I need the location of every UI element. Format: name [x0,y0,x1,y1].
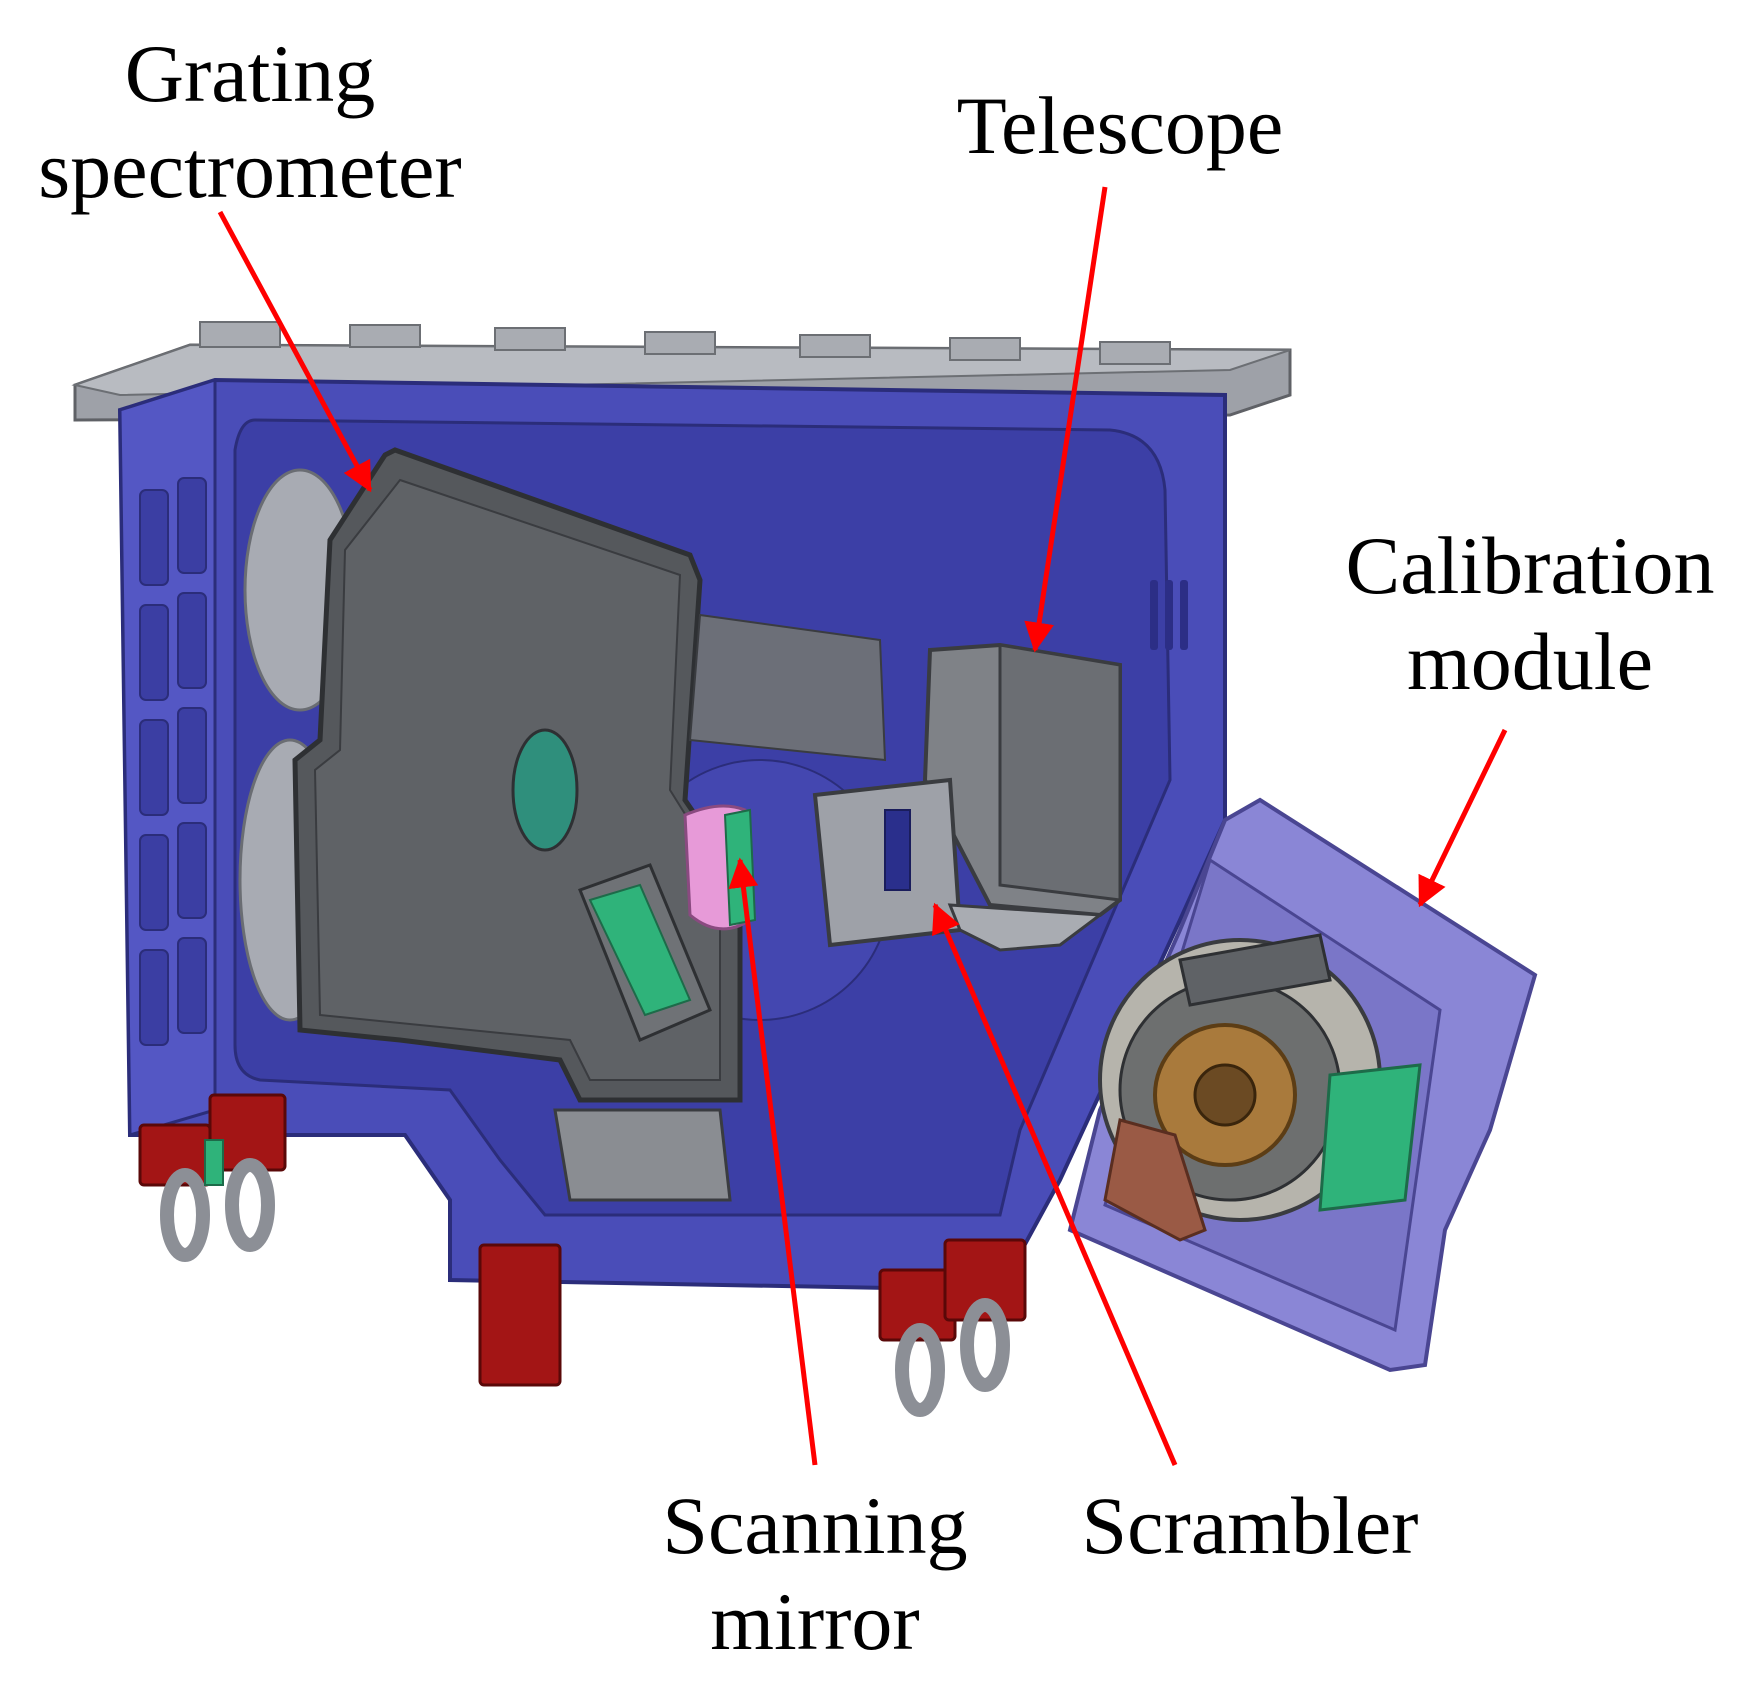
scanning-mirror-arrow [728,857,818,1466]
telescope-arrow [1024,186,1108,653]
telescope-module [812,642,1122,952]
grating-spectrometer-arrow [217,210,373,493]
label-telescope: Telescope [956,80,1284,171]
label-grating-spectrometer: Grating spectrometer [38,28,462,215]
grating-spectrometer [238,447,887,1202]
label-calibration-module: Calibration module [1345,520,1715,707]
mounting-feet [138,1093,1027,1417]
callout-arrows [217,186,1508,1466]
label-scanning-mirror: Scanning mirror [662,1480,968,1667]
calibration-module [1067,797,1538,1373]
scanning-mirror [683,804,757,931]
calibration-module-arrow [1417,728,1508,908]
scrambler-arrow [932,902,1178,1466]
label-scrambler: Scrambler [1081,1480,1419,1571]
